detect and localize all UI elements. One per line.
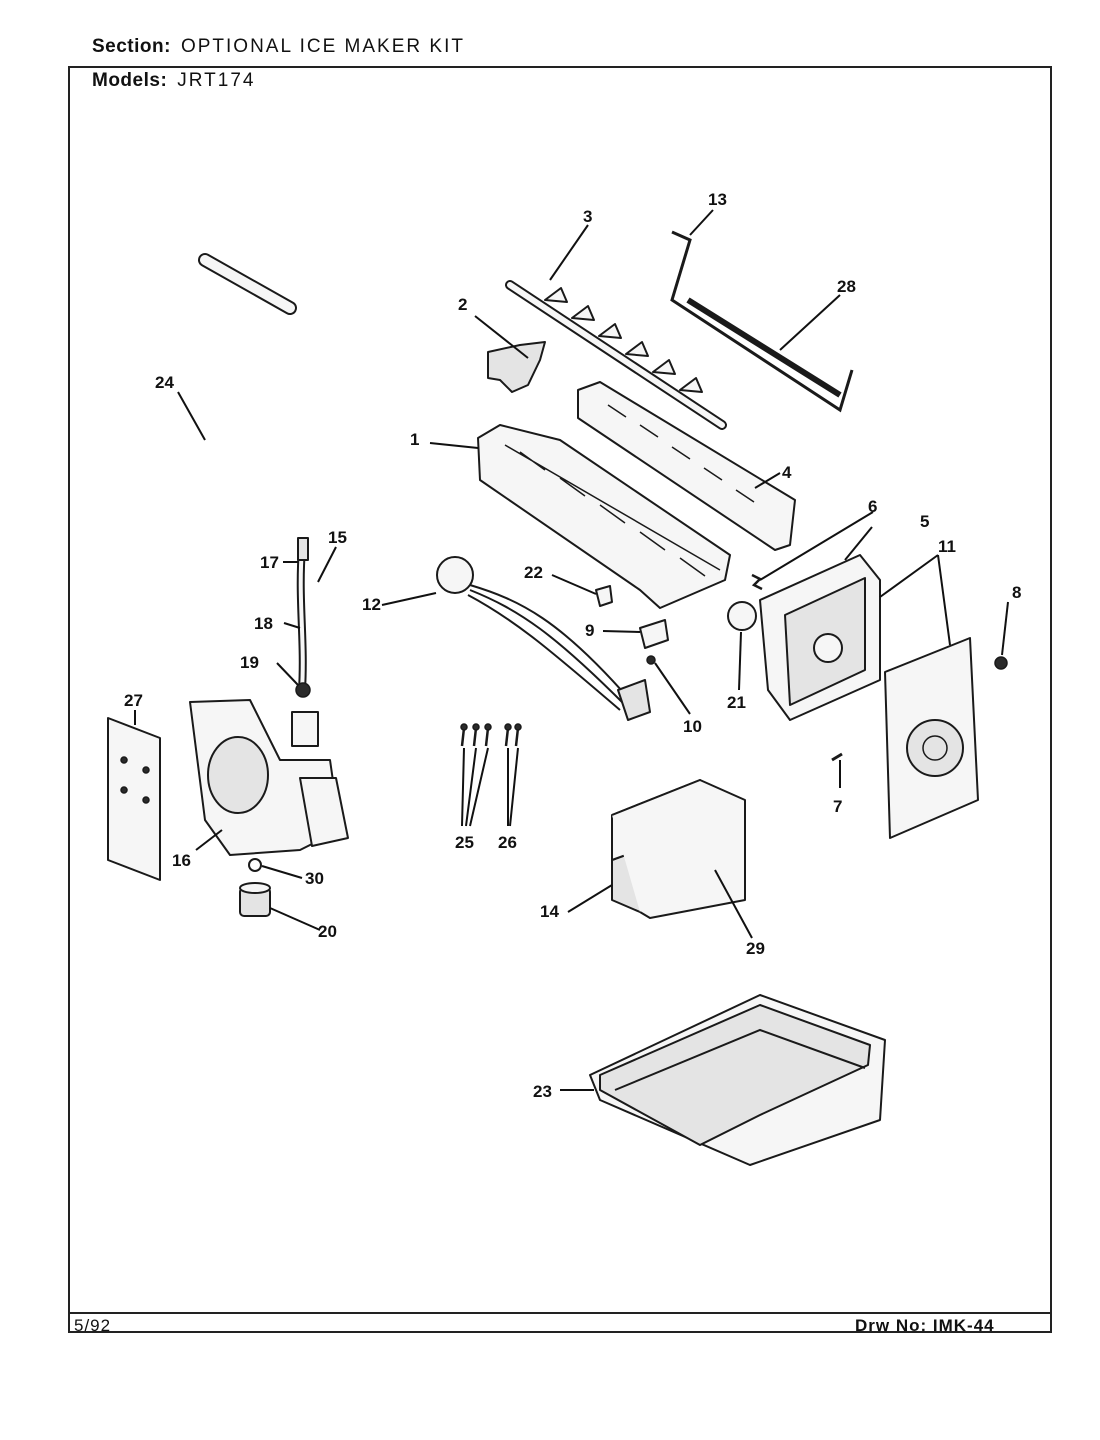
callout-19: 19 [240, 653, 259, 672]
box-drawing [611, 779, 746, 919]
callout-21: 21 [727, 693, 746, 712]
callout-11: 11 [938, 537, 956, 556]
motor-housing-drawing [759, 554, 881, 721]
screws-drawing [460, 723, 522, 747]
shutoff-arm-drawing [670, 230, 854, 413]
callout-26: 26 [498, 833, 517, 852]
part-10-drawing [646, 655, 656, 665]
callout-17: 17 [260, 553, 279, 572]
water-valve-drawing [189, 699, 349, 856]
bracket-drawing [487, 341, 546, 393]
callout-24: 24 [155, 373, 174, 392]
callout-25: 25 [455, 833, 474, 852]
callout-13: 13 [708, 190, 727, 209]
callout-10: 10 [683, 717, 702, 736]
models-header: Models: JRT174 [92, 70, 255, 92]
callout-12: 12 [362, 595, 381, 614]
cover-strip-drawing [577, 381, 796, 551]
part-9-drawing [639, 619, 669, 649]
callout-28: 28 [837, 277, 856, 296]
models-value: JRT174 [177, 70, 256, 91]
models-label: Models: [92, 70, 168, 91]
callout-30: 30 [305, 869, 324, 888]
callout-8: 8 [1012, 583, 1021, 602]
callout-22: 22 [524, 563, 543, 582]
callout-leaders [134, 209, 1009, 1091]
callout-23: 23 [533, 1082, 552, 1101]
section-label: Section: [92, 36, 171, 57]
callout-18: 18 [254, 614, 273, 633]
part-21-drawing [727, 601, 757, 631]
footer-drawing-number: Drw No: IMK-44 [855, 1316, 995, 1335]
callout-27: 27 [124, 691, 143, 710]
callout-9: 9 [585, 621, 594, 640]
callout-4: 4 [782, 463, 792, 482]
callout-29: 29 [746, 939, 765, 958]
water-line-drawing [295, 537, 311, 698]
callout-2: 2 [458, 295, 467, 314]
footer-divider [68, 1312, 1052, 1314]
callout-16: 16 [172, 851, 191, 870]
drawing-frame [68, 66, 1052, 1333]
callout-20: 20 [318, 922, 337, 941]
callout-15: 15 [328, 528, 347, 547]
callout-7: 7 [833, 797, 842, 816]
footer-date: 5/92 [74, 1316, 112, 1335]
callout-14: 14 [540, 902, 559, 921]
wire-harness-drawing [436, 556, 651, 721]
part-6-drawing [751, 573, 763, 591]
callout-3: 3 [583, 207, 592, 226]
cover-plate-drawing [884, 637, 979, 839]
callout-5: 5 [920, 512, 929, 531]
mold-drawing [477, 424, 731, 609]
part-22-drawing [595, 585, 613, 607]
callout-6: 6 [868, 497, 877, 516]
section-header: Section: OPTIONAL ICE MAKER KIT [92, 36, 465, 58]
callout-1: 1 [410, 430, 419, 449]
ejector-assembly-drawing [505, 280, 727, 430]
part-8-drawing [994, 656, 1008, 670]
mounting-plate-drawing [107, 717, 161, 881]
part-30-drawing [248, 858, 262, 872]
section-value: OPTIONAL ICE MAKER KIT [180, 36, 465, 57]
part-20-drawing [239, 882, 271, 917]
part-7-drawing [831, 752, 843, 762]
ice-bin-drawing [589, 994, 886, 1166]
